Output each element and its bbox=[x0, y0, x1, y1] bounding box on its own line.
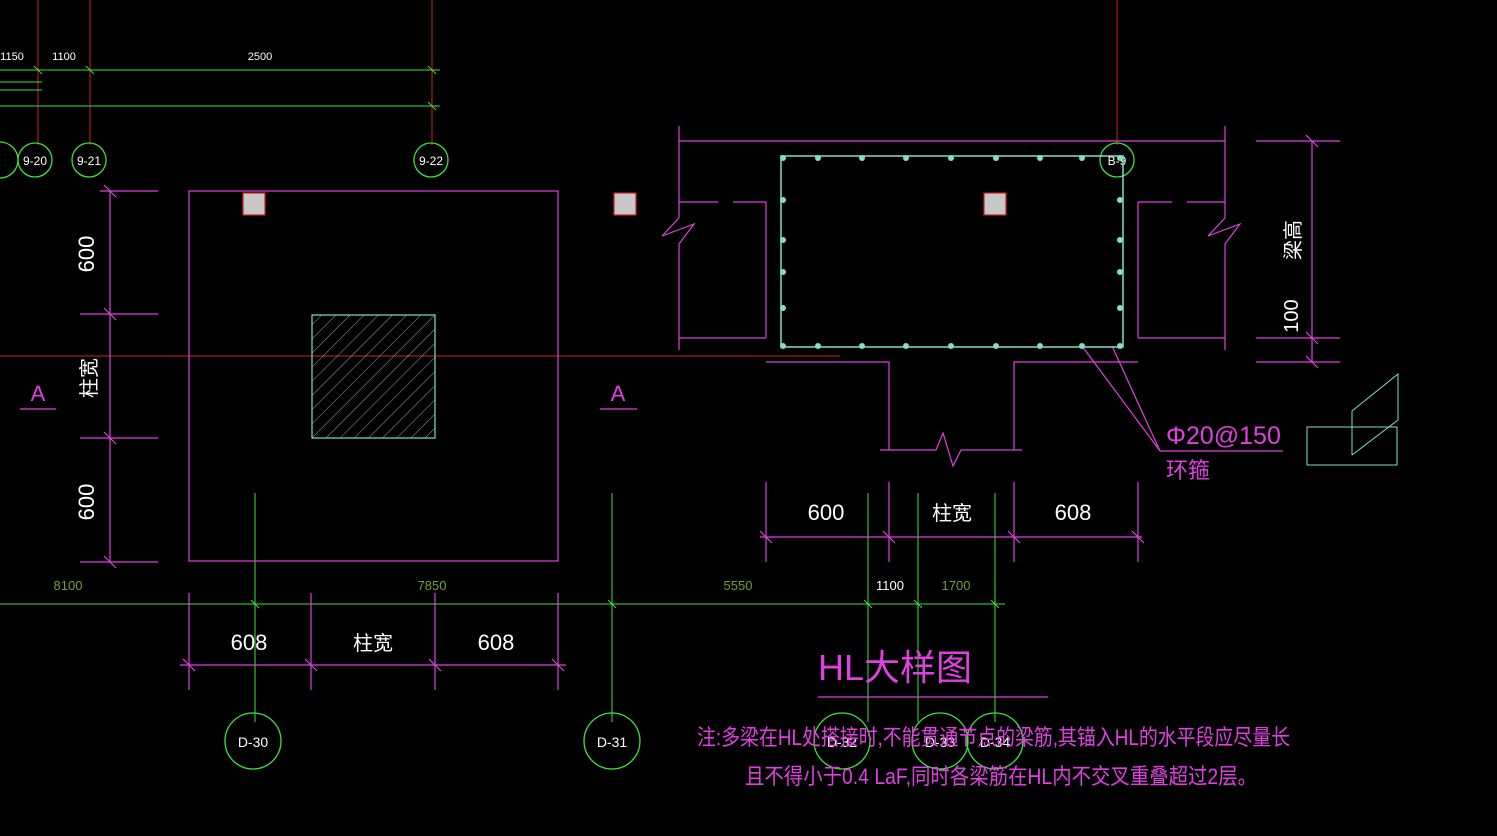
rebar-dot bbox=[780, 237, 786, 243]
grid-dim-1700: 1700 bbox=[942, 578, 971, 593]
section-3d-symbol bbox=[1306, 372, 1399, 466]
column-marker-3 bbox=[983, 192, 1007, 216]
rebar-dot bbox=[780, 343, 786, 349]
left-dim-upper: 600 bbox=[74, 236, 99, 273]
right-section-detail bbox=[661, 126, 1340, 562]
rebar-sublabel: 环箍 bbox=[1166, 458, 1210, 483]
rebar-dot bbox=[1117, 237, 1123, 243]
right-bottom-dim-3: 608 bbox=[1055, 500, 1092, 525]
rebar-dot bbox=[993, 343, 999, 349]
axis-bubble-d-32: D-32 bbox=[827, 734, 858, 750]
axis-bubbles bbox=[0, 141, 1135, 770]
grid-dim-5550: 5550 bbox=[724, 578, 753, 593]
rebar-dot bbox=[903, 343, 909, 349]
grid-dim-1100: 1100 bbox=[876, 578, 904, 593]
rebar-dot bbox=[815, 343, 821, 349]
grid-dim-7850: 7850 bbox=[418, 578, 447, 593]
rebar-dot bbox=[780, 197, 786, 203]
rebar-dot bbox=[1079, 155, 1085, 161]
section-mark-right: A bbox=[611, 381, 626, 406]
rebar-dot bbox=[780, 155, 786, 161]
top-dimension-lines bbox=[0, 65, 440, 111]
column-marker-2 bbox=[613, 192, 637, 216]
left-dim-mid: 柱宽 bbox=[78, 358, 101, 398]
rebar-dot bbox=[815, 155, 821, 161]
ring-hoop-rebar bbox=[780, 155, 1124, 348]
rebar-dot bbox=[1117, 197, 1123, 203]
grid-ticks bbox=[250, 599, 1000, 609]
column-marker-1 bbox=[242, 192, 266, 216]
axis-bubble-d-34: D-34 bbox=[980, 734, 1011, 750]
rebar-dot bbox=[1117, 155, 1123, 161]
rebar-dot bbox=[1117, 269, 1123, 275]
axis-bubble-9-20: 9-20 bbox=[23, 154, 47, 168]
rebar-dot bbox=[903, 155, 909, 161]
hatched-column bbox=[311, 314, 436, 439]
note-line-2: 且不得小于0.4 LaF,同时各梁筋在HL内不交叉重叠超过2层。 bbox=[745, 764, 1257, 789]
left-plan-detail bbox=[20, 184, 637, 690]
rebar-dot bbox=[859, 155, 865, 161]
top-dim-2500: 2500 bbox=[248, 51, 272, 63]
axis-bubble-d-31: D-31 bbox=[597, 734, 628, 750]
section-mark-left: A bbox=[31, 381, 46, 406]
rebar-dot bbox=[948, 343, 954, 349]
right-bottom-dim-1: 600 bbox=[808, 500, 845, 525]
rebar-dot bbox=[1117, 305, 1123, 311]
left-bottom-dim-1: 608 bbox=[231, 630, 268, 655]
rebar-label: Φ20@150 bbox=[1166, 422, 1281, 450]
rebar-dot bbox=[993, 155, 999, 161]
rebar-dot bbox=[859, 343, 865, 349]
left-dim-lower: 600 bbox=[74, 484, 99, 521]
note-line-1: 注:多梁在HL处搭接时,不能贯通节点的梁筋,其锚入HL的水平段应尽量长 bbox=[697, 725, 1290, 750]
right-bottom-dim-2: 柱宽 bbox=[932, 502, 972, 525]
rebar-dot bbox=[1117, 343, 1123, 349]
rebar-dots bbox=[780, 155, 1123, 349]
rebar-dot bbox=[1037, 155, 1043, 161]
rebar-dot bbox=[1037, 343, 1043, 349]
left-bottom-dim-3: 608 bbox=[478, 630, 515, 655]
rebar-dot bbox=[948, 155, 954, 161]
axis-bubble-9-22: 9-22 bbox=[419, 154, 443, 168]
top-dim-1100: 1100 bbox=[52, 51, 76, 63]
top-dim-1150: 1150 bbox=[0, 51, 24, 63]
rebar-dot bbox=[780, 305, 786, 311]
rebar-dot bbox=[780, 269, 786, 275]
left-bottom-dim-2: 柱宽 bbox=[353, 632, 393, 655]
grid-dim-8100: 8100 bbox=[54, 578, 83, 593]
right-side-dim-upper: 梁高 bbox=[1282, 220, 1305, 260]
drawing-title: HL大样图 bbox=[818, 647, 972, 688]
axis-bubble-d-33: D-33 bbox=[925, 734, 956, 750]
right-side-dim-lower: 100 bbox=[1281, 299, 1303, 332]
rebar-dot bbox=[1079, 343, 1085, 349]
axis-bubble-9-21: 9-21 bbox=[77, 154, 101, 168]
axis-bubble-d-30: D-30 bbox=[238, 734, 269, 750]
